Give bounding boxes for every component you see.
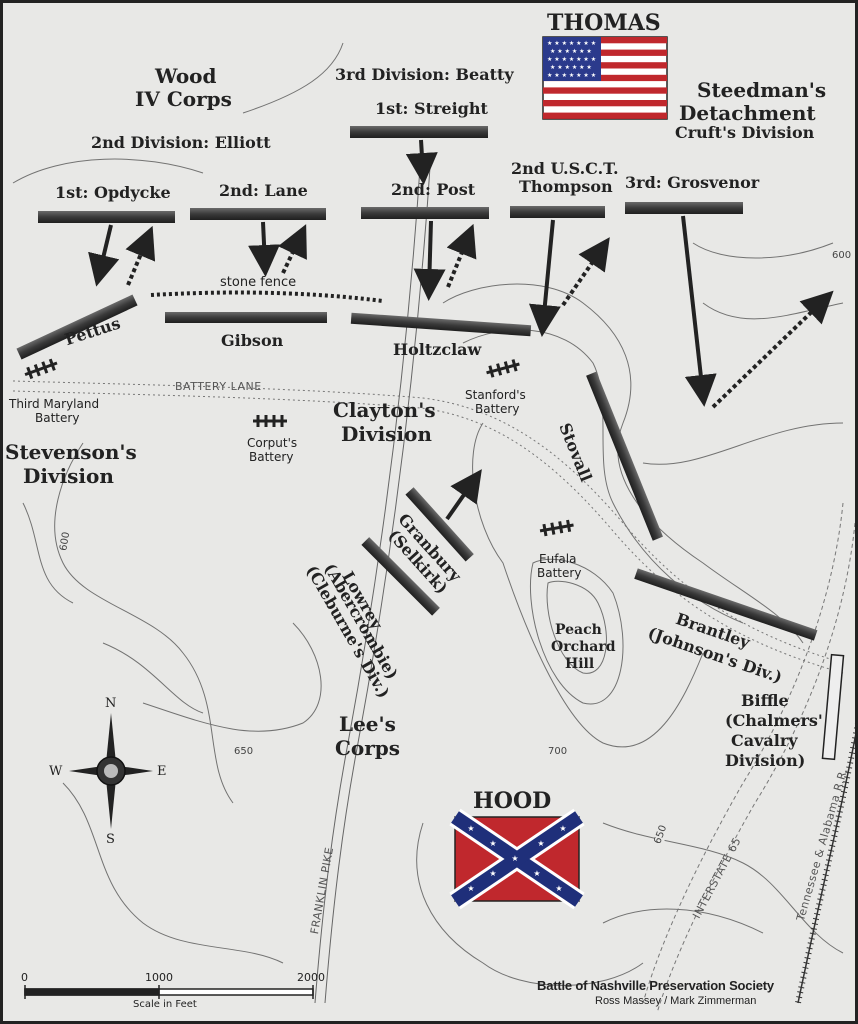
steedman-label-1: Steedman's [697,78,827,102]
third-division-label: 3rd Division: Beatty [335,65,514,84]
opdycke-label: 1st: Opdycke [55,183,171,202]
corputs-battery-label-1: Corput's [247,436,298,450]
hood-label: HOOD [473,788,552,814]
wood-label: Wood [155,64,217,88]
third-maryland-battery-label-2: Battery [35,411,80,425]
steedman-label-3: Cruft's Division [675,123,815,142]
scale-bar [24,985,314,999]
svg-text:★ ★ ★ ★ ★ ★ ★: ★ ★ ★ ★ ★ ★ ★ [547,40,596,47]
granbury-arrow [445,469,482,521]
map-graphics: ★ ★ ★ ★ ★ ★ ★ ★ ★ ★ ★ ★ ★ ★ ★ ★ ★ ★ ★ ★ … [12,36,855,1014]
usct-label-2: Thompson [519,177,613,196]
steedman-label-2: Detachment [679,101,816,125]
eufala-battery-label-1: Eufala [539,552,577,566]
usct-label-1: 2nd U.S.C.T. [511,159,619,178]
scale-tick-2000: 2000 [297,971,325,984]
svg-text:★: ★ [489,839,496,848]
battery-lane-road [12,380,844,674]
lees-corps-label-2: Corps [335,736,401,760]
biffle-label-2: (Chalmers' [725,711,823,730]
scale-tick-1000: 1000 [145,971,173,984]
compass-north: N [105,696,117,711]
interstate-road [642,502,855,1014]
biffle-label-1: Biffle [741,691,789,710]
credit-society: Battle of Nashville Preservation Society [537,978,774,993]
compass-east: E [157,764,167,779]
contour-lines [12,42,844,986]
peach-orchard-label-2: Orchard [551,639,616,655]
svg-text:★: ★ [489,869,496,878]
svg-text:★ ★ ★ ★ ★ ★ ★: ★ ★ ★ ★ ★ ★ ★ [547,72,596,79]
third-maryland-battery-label-1: Third Maryland [9,397,100,411]
franklin-pike-road [314,152,432,1004]
credit-authors: Ross Massey / Mark Zimmerman [595,995,757,1007]
iv-corps-label: IV Corps [135,87,232,111]
battery-lane-label: BATTERY LANE [175,380,262,393]
svg-text:★: ★ [511,854,518,863]
stanfords-battery-label-1: Stanford's [465,388,526,402]
railroad-line [795,722,855,1004]
streight-label: 1st: Streight [375,99,488,118]
contour-600-east: 600 [831,250,853,261]
svg-text:★: ★ [559,824,566,833]
biffle-label-4: Division) [725,751,806,770]
battery-symbols [24,358,574,537]
lees-corps-label-1: Lee's [339,712,396,736]
peach-orchard-label-1: Peach [555,622,602,638]
compass-south: S [106,832,115,847]
stevensons-division-label-1: Stevenson's [5,440,137,464]
claytons-division-label-2: Division [341,422,432,446]
claytons-division-label-1: Clayton's [333,398,436,422]
confederate-bars [16,294,845,761]
svg-text:★ ★ ★ ★ ★ ★ ★: ★ ★ ★ ★ ★ ★ ★ [547,56,596,63]
compass-rose [69,713,153,829]
svg-text:★: ★ [555,884,562,893]
corputs-battery-label-2: Battery [249,450,294,464]
second-division-label: 2nd Division: Elliott [91,133,271,152]
biffle-label-3: Cavalry [731,731,798,750]
post-label: 2nd: Post [391,180,476,199]
scale-caption: Scale in Feet [133,999,197,1010]
union-advance-arrows [88,139,717,407]
grosvenor-label: 3rd: Grosvenor [625,173,760,192]
svg-text:★ ★ ★ ★ ★ ★: ★ ★ ★ ★ ★ ★ [550,64,592,71]
compass-west: W [49,764,63,779]
stevensons-division-label-2: Division [23,464,114,488]
contour-650-west: 650 [233,746,255,757]
confederate-flag: ★ ★ ★ ★ ★ ★ ★ ★ ★ [449,808,585,910]
union-bars [38,126,743,223]
gibson-label: Gibson [221,331,284,350]
thomas-label: THOMAS [547,10,661,36]
svg-text:★: ★ [467,824,474,833]
svg-text:★ ★ ★ ★ ★ ★: ★ ★ ★ ★ ★ ★ [550,48,592,55]
peach-orchard-label-3: Hill [565,656,595,672]
svg-text:★: ★ [537,839,544,848]
svg-text:★: ★ [467,884,474,893]
contour-700: 700 [547,746,569,757]
scale-tick-0: 0 [21,971,28,984]
stone-fence-label: stone fence [220,275,297,290]
svg-text:★: ★ [533,869,540,878]
stanfords-battery-label-2: Battery [475,402,520,416]
union-flag: ★ ★ ★ ★ ★ ★ ★ ★ ★ ★ ★ ★ ★ ★ ★ ★ ★ ★ ★ ★ … [542,36,668,120]
eufala-battery-label-2: Battery [537,566,582,580]
union-retreat-arrows [125,223,834,409]
lane-label: 2nd: Lane [219,181,308,200]
holtzclaw-label: Holtzclaw [393,340,482,359]
stone-fence-line [150,290,384,303]
